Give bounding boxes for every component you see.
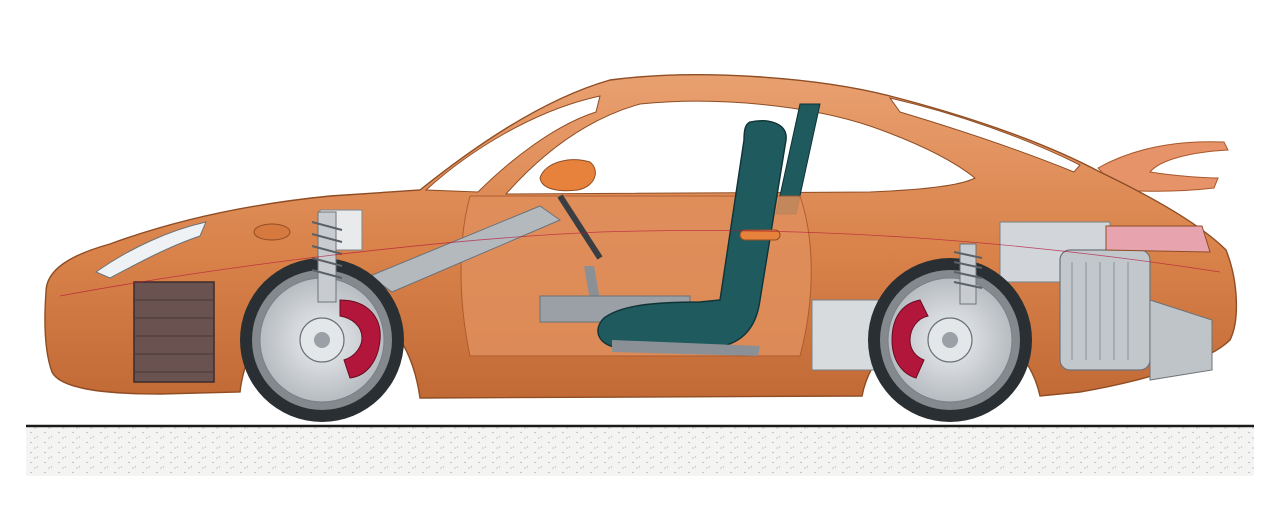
windshield: [424, 95, 601, 193]
radiator: [133, 281, 215, 383]
front-wheel: [240, 258, 404, 422]
washer-tank: [253, 223, 291, 241]
side-mirror: [539, 159, 596, 192]
rear-wheel: [868, 258, 1032, 422]
racing-seat: [597, 120, 787, 349]
rear-strut: [953, 243, 983, 305]
steering-wheel: [557, 194, 603, 260]
gear-lever: [584, 266, 600, 300]
front-brake-caliper: [339, 299, 381, 379]
rear-spoiler: [1097, 141, 1229, 192]
body-accent-line: [59, 230, 1221, 297]
rear-brake-caliper: [891, 299, 929, 379]
tail-light: [1105, 225, 1211, 253]
door-handle: [739, 229, 781, 241]
seat-rail: [612, 340, 760, 356]
front-strut: [311, 211, 343, 303]
rear-window: [888, 97, 1081, 173]
steering-column: [368, 205, 562, 293]
side-window: [504, 100, 976, 195]
headlight: [94, 221, 207, 279]
ground: [26, 426, 1254, 476]
